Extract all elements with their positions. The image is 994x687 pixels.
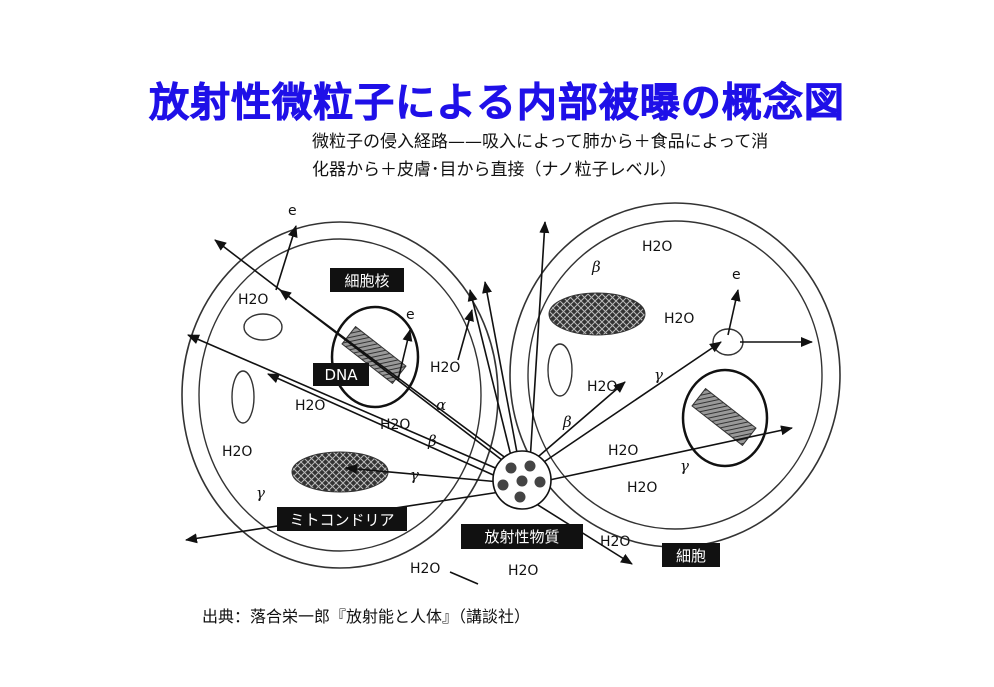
beta-label: β — [591, 258, 601, 276]
beta-label: β — [562, 413, 572, 431]
arrow-upward-2 — [482, 281, 519, 459]
arrow-to-left — [187, 334, 501, 471]
arrow-upward-1 — [467, 289, 513, 461]
left-vacuole-long — [231, 370, 255, 424]
water-label: H2O — [664, 311, 694, 327]
arrow-electron-left — [275, 225, 298, 291]
arrow-gamma-mito — [345, 464, 501, 483]
right-cell-outer-membrane — [509, 202, 841, 548]
water-label: H2O — [508, 563, 538, 579]
gamma-label: γ — [256, 484, 265, 502]
arrow-gamma-right — [534, 341, 722, 469]
arrow-alpha-nucleus — [279, 289, 516, 466]
left-vacuole-small — [243, 313, 283, 341]
mitochondria-label: ミトコンドリア — [289, 511, 394, 529]
right-nucleus — [681, 368, 769, 468]
left-cell-outer-membrane — [181, 221, 499, 569]
arrow-electron-right — [727, 289, 741, 336]
mitochondrion — [291, 451, 389, 493]
right-cell — [509, 202, 841, 548]
radioactive-particle — [492, 450, 552, 510]
water-label: H2O — [380, 417, 410, 433]
water-label: H2O — [430, 360, 460, 376]
right-vacuole-long — [547, 343, 573, 397]
left-cell-inner-membrane — [198, 238, 482, 552]
electron-label: e — [288, 203, 297, 219]
water-label: H2O — [238, 292, 268, 308]
arrow-electron-nucleus — [397, 329, 413, 381]
nucleus — [330, 305, 420, 409]
dna-label-box — [313, 363, 369, 386]
water-label: H2O — [410, 561, 440, 577]
subtitle-line-1: 微粒子の侵入経路——吸入によって肺から＋食品によって消 — [312, 132, 769, 152]
right-dna-strand — [691, 387, 757, 447]
nucleus-label-box — [330, 268, 404, 292]
arrow-tail-bottom — [449, 571, 479, 585]
water-label: H2O — [608, 443, 638, 459]
water-label: H2O — [295, 398, 325, 414]
gamma-label: γ — [680, 457, 689, 475]
dna-label: DNA — [324, 366, 358, 384]
water-label: H2O — [600, 534, 630, 550]
source-citation: 出典：落合栄一郎『放射能と人体』（講談社） — [202, 607, 531, 626]
radioactive-label-box — [461, 524, 583, 549]
arrow-to-water-left — [267, 373, 501, 479]
right-mitochondrion — [548, 292, 646, 336]
page-title: 放射性微粒子による内部被曝の概念図 — [149, 80, 845, 127]
arrow-to-right-nucleus — [539, 425, 793, 483]
subtitle: 微粒子の侵入経路——吸入によって肺から＋食品によって消 化器から＋皮膚･目から直… — [312, 128, 872, 184]
arrow-beta-right — [531, 381, 626, 463]
radioactive-label: 放射性物質 — [484, 528, 559, 546]
water-label: H2O — [627, 480, 657, 496]
cell-label: 細胞 — [676, 547, 706, 565]
electron-label: e — [732, 267, 741, 283]
arrow-ionize-water — [457, 309, 474, 361]
beta-label: β — [427, 432, 437, 450]
subtitle-line-2: 化器から＋皮膚･目から直接（ナノ粒子レベル） — [312, 160, 677, 180]
water-label: H2O — [222, 444, 252, 460]
right-cell-inner-membrane — [527, 220, 823, 530]
gamma-label: γ — [654, 366, 663, 384]
water-label: H2O — [587, 379, 617, 395]
electron-label: e — [406, 307, 415, 323]
left-cell — [181, 221, 499, 569]
nucleus-label: 細胞核 — [344, 272, 389, 290]
mitochondria-label-box — [277, 507, 407, 531]
arrow-to-top-left — [214, 239, 516, 471]
arrow-beta-up — [529, 221, 550, 463]
radiation-arrows — [185, 221, 813, 585]
gamma-label: γ — [410, 466, 419, 484]
cell-label-box — [662, 543, 720, 567]
water-label: H2O — [642, 239, 672, 255]
alpha-label: α — [436, 396, 446, 414]
